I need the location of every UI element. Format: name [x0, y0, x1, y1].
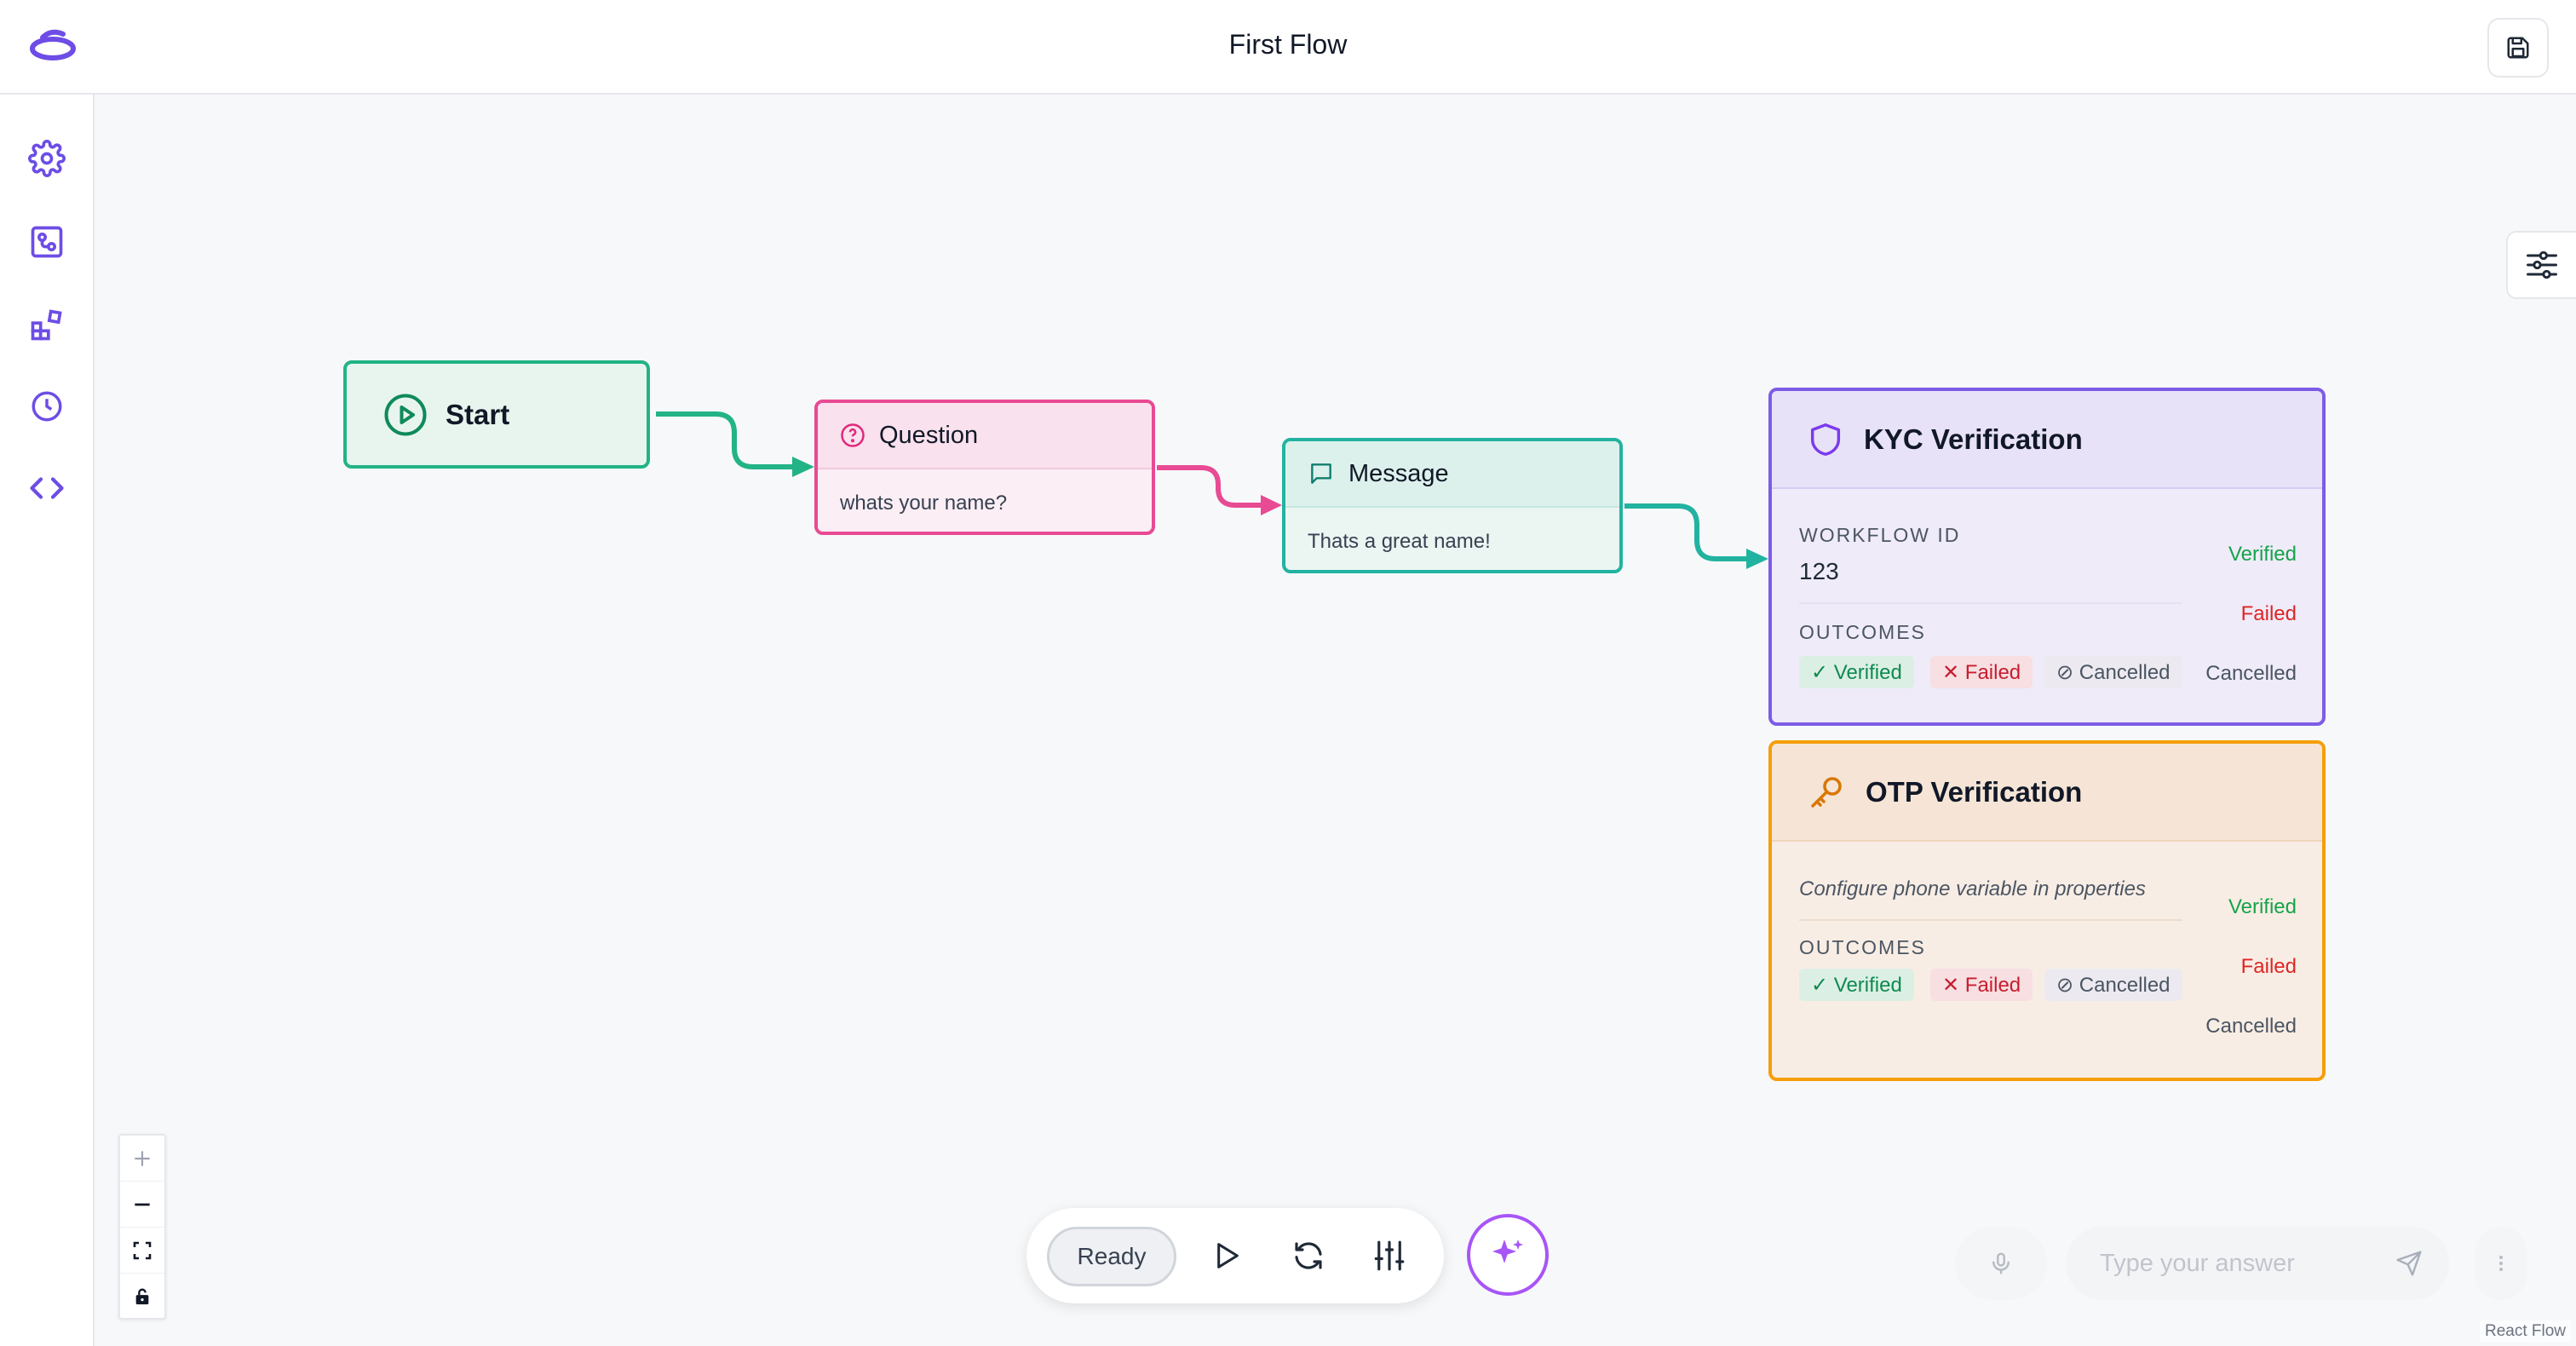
flow-canvas[interactable] — [95, 95, 2576, 1346]
otp-output-cancelled[interactable]: Cancelled — [2205, 1015, 2297, 1038]
gear-icon — [28, 140, 66, 177]
message-node-title: Message — [1348, 459, 1449, 487]
run-toolbar: Ready — [1026, 1208, 1444, 1303]
kyc-chip-verified: ✓ Verified — [1799, 656, 1914, 688]
kyc-node-title: KYC Verification — [1864, 423, 2083, 455]
start-node-label: Start — [446, 398, 510, 430]
otp-outcomes-label: OUTCOMES — [1799, 936, 1926, 958]
fit-view-button[interactable] — [120, 1228, 164, 1274]
question-node-text: whats your name? — [840, 492, 1008, 515]
start-node[interactable]: Start — [343, 360, 650, 469]
workflow-id-label: WORKFLOW ID — [1799, 524, 1961, 546]
otp-node-title: OTP Verification — [1866, 775, 2083, 808]
question-circle-icon — [841, 423, 865, 447]
workflow-id-value: 123 — [1799, 558, 1839, 584]
components-icon — [31, 309, 62, 341]
fullscreen-icon — [133, 1241, 152, 1259]
otp-chip-verified: ✓ Verified — [1799, 969, 1914, 1001]
answer-input[interactable] — [2100, 1244, 2372, 1283]
plus-icon — [135, 1150, 150, 1166]
sidebar — [0, 95, 95, 1346]
sidebar-item-settings[interactable] — [24, 135, 70, 181]
play-circle-icon — [384, 393, 427, 436]
kyc-chip-cancelled: ⊘ Cancelled — [2044, 656, 2182, 688]
code-icon — [30, 477, 64, 499]
send-button[interactable] — [2391, 1245, 2427, 1281]
save-icon — [2507, 37, 2529, 59]
minus-icon — [135, 1203, 150, 1205]
kyc-node-header: KYC Verification — [1772, 391, 2322, 489]
otp-divider — [1799, 919, 2182, 921]
sidebar-item-code[interactable] — [24, 465, 70, 511]
kyc-chip-failed: ✕ Failed — [1930, 656, 2033, 688]
properties-panel-button[interactable] — [2506, 231, 2576, 299]
more-options-button[interactable] — [2475, 1227, 2527, 1300]
message-node-text: Thats a great name! — [1308, 530, 1491, 553]
kyc-output-failed[interactable]: Failed — [2240, 602, 2297, 625]
logo-icon[interactable] — [26, 26, 80, 68]
page-title: First Flow — [1228, 29, 1348, 60]
run-button[interactable] — [1202, 1232, 1250, 1280]
question-node-title: Question — [879, 421, 979, 449]
otp-chip-failed: ✕ Failed — [1930, 969, 2033, 1001]
send-icon — [2396, 1251, 2422, 1276]
lock-button[interactable] — [120, 1274, 164, 1320]
save-button[interactable] — [2487, 18, 2549, 78]
react-flow-attribution[interactable]: React Flow — [2479, 1320, 2571, 1343]
status-pill: Ready — [1047, 1227, 1176, 1286]
ai-assistant-button[interactable] — [1467, 1214, 1549, 1296]
restart-button[interactable] — [1285, 1232, 1332, 1280]
sliders-icon — [2527, 250, 2557, 279]
run-settings-button[interactable] — [1366, 1232, 1413, 1280]
sparkle-icon — [1492, 1240, 1523, 1263]
sliders-vertical-icon — [1374, 1240, 1405, 1271]
play-icon — [1217, 1243, 1239, 1268]
top-bar: First Flow — [0, 0, 2576, 95]
kyc-output-verified[interactable]: Verified — [2228, 543, 2297, 566]
zoom-in-button[interactable] — [120, 1136, 164, 1182]
answer-input-container — [2066, 1227, 2449, 1300]
question-node[interactable]: Question whats your name? — [814, 400, 1155, 535]
sidebar-item-components[interactable] — [24, 302, 70, 348]
otp-output-verified[interactable]: Verified — [2228, 895, 2297, 918]
microphone-icon — [1992, 1252, 2010, 1274]
clock-icon — [32, 391, 62, 422]
sidebar-item-workflow[interactable] — [24, 219, 70, 265]
key-icon — [1811, 776, 1842, 808]
shield-icon — [1810, 423, 1841, 456]
otp-verification-node[interactable]: OTP Verification Configure phone variabl… — [1768, 740, 2326, 1081]
zoom-out-button[interactable] — [120, 1182, 164, 1228]
workflow-icon — [31, 226, 63, 258]
otp-config-hint: Configure phone variable in properties — [1799, 877, 2146, 900]
zoom-controls — [118, 1134, 166, 1320]
kyc-outcomes-label: OUTCOMES — [1799, 621, 1926, 643]
message-icon — [1311, 463, 1331, 484]
otp-node-header: OTP Verification — [1772, 744, 2322, 842]
refresh-icon — [1295, 1242, 1322, 1269]
otp-chip-cancelled: ⊘ Cancelled — [2044, 969, 2182, 1001]
sidebar-item-history[interactable] — [24, 383, 70, 429]
message-node[interactable]: Message Thats a great name! — [1282, 438, 1623, 573]
question-node-header: Question — [818, 403, 1152, 469]
kyc-verification-node[interactable]: KYC Verification WORKFLOW ID 123 OUTCOME… — [1768, 388, 2326, 726]
kyc-output-cancelled[interactable]: Cancelled — [2205, 662, 2297, 685]
mic-button[interactable] — [1955, 1227, 2047, 1300]
more-vertical-icon — [2499, 1256, 2503, 1271]
message-node-header: Message — [1285, 441, 1619, 508]
lock-icon — [135, 1288, 149, 1305]
kyc-divider — [1799, 602, 2182, 604]
otp-output-failed[interactable]: Failed — [2240, 955, 2297, 978]
